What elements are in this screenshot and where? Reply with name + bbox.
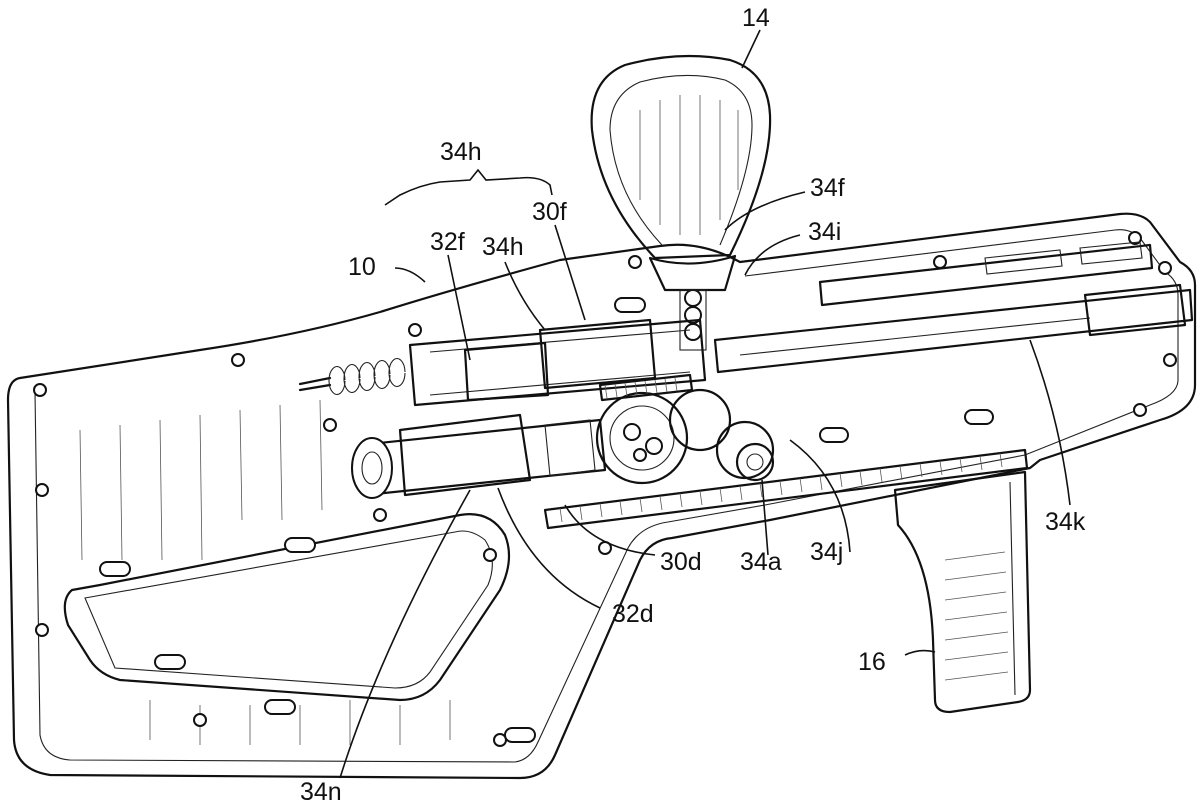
reference-labels: 14 34h 34f 30f 34i 32f 34h 10 34k 30d 34… (300, 4, 1086, 806)
label-10: 10 (348, 253, 376, 281)
label-34j: 34j (810, 538, 843, 566)
label-32d: 32d (612, 600, 654, 628)
lower-rack (543, 448, 1029, 530)
label-34a: 34a (740, 548, 782, 576)
label-30d: 30d (660, 548, 702, 576)
label-32f: 32f (430, 228, 465, 256)
barrel-assembly (298, 283, 1194, 499)
label-34k: 34k (1045, 508, 1086, 536)
label-14: 14 (742, 4, 770, 32)
top-rail (818, 241, 1154, 307)
gear-train (595, 373, 775, 485)
label-34f: 34f (810, 174, 845, 202)
label-34i: 34i (808, 218, 841, 246)
label-34n: 34n (300, 778, 342, 806)
label-34h-mid: 34h (482, 233, 524, 261)
label-34h-top: 34h (440, 138, 482, 166)
grip (893, 470, 1032, 714)
hopper (590, 54, 772, 351)
housing-shell (6, 212, 1197, 780)
label-16: 16 (858, 648, 886, 676)
label-30f: 30f (532, 198, 567, 226)
leader-lines (339, 29, 1071, 779)
cylinder-posts (99, 297, 994, 743)
